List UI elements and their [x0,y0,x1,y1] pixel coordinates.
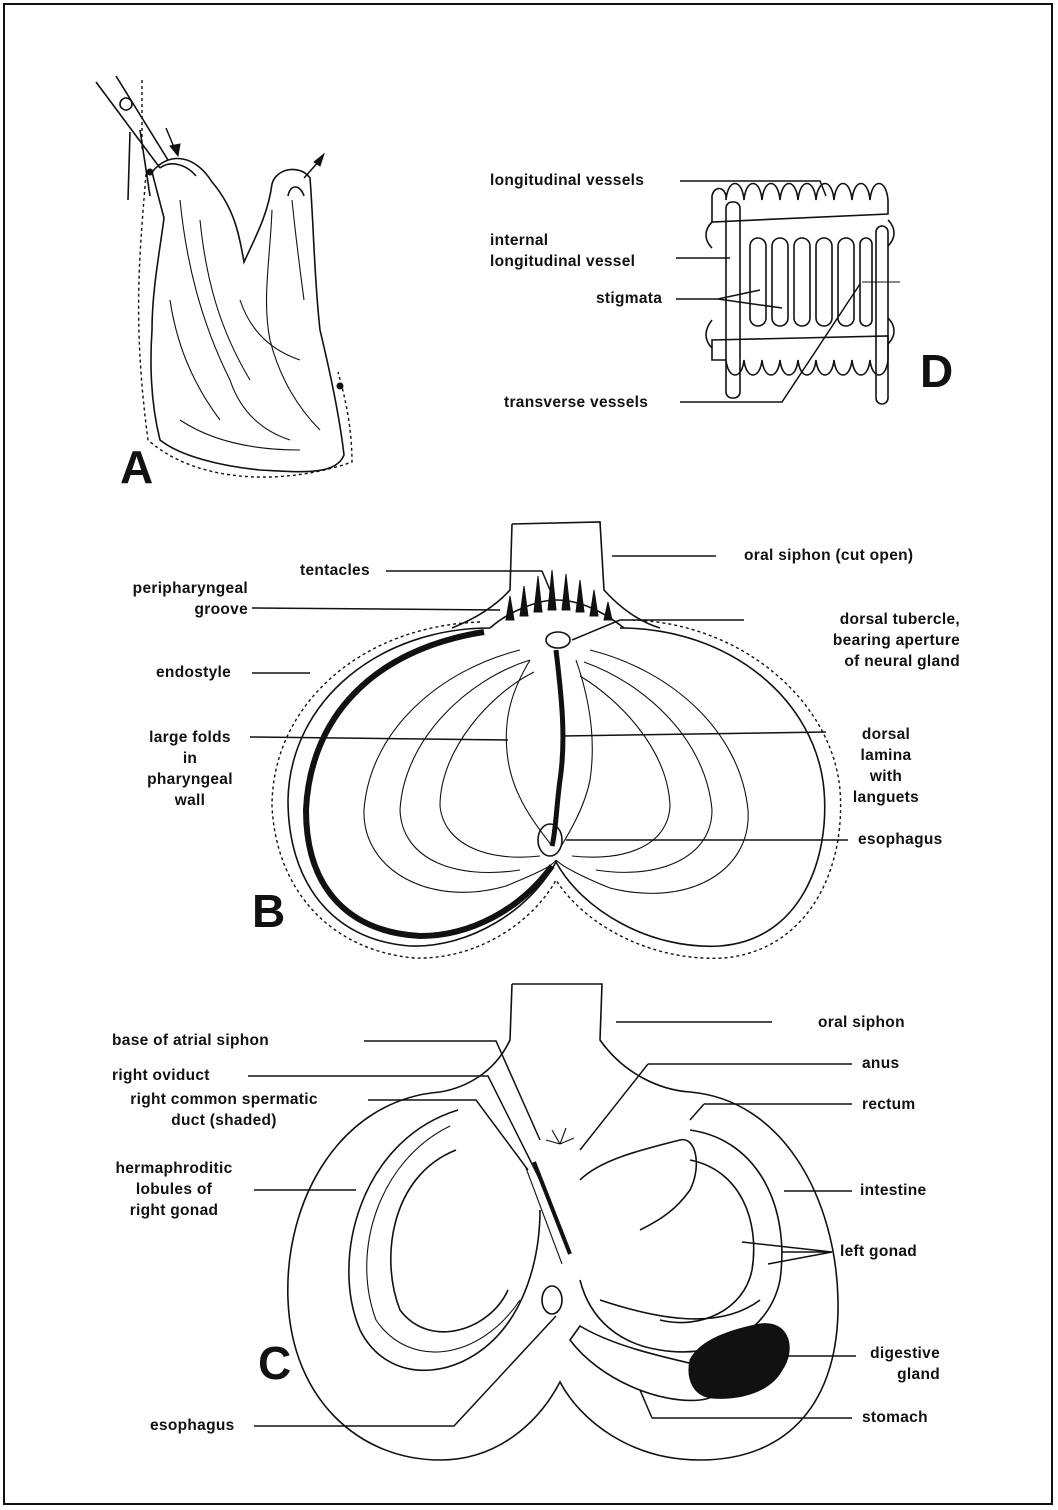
panel-letter-d: D [920,344,953,398]
panel-a-ascidian-body [96,76,352,477]
esophagus-b [538,824,562,856]
transverse-vessel-bottom [712,336,888,375]
label-oral-siphon-cut-open: oral siphon (cut open) [744,545,913,566]
panel-letter-c: C [258,1336,291,1390]
body-outline-c [288,1092,838,1460]
stigmata-slits [750,238,872,326]
panel-letter-b: B [252,884,285,938]
panel-b-pharynx [272,522,841,958]
label-longitudinal-vessels: longitudinal vessels [490,170,644,191]
panel-letter-a: A [120,440,153,494]
label-stomach: stomach [862,1407,928,1428]
dorsal-lamina [552,650,563,846]
label-large-folds: large folds in pharyngeal wall [134,727,246,811]
label-endostyle: endostyle [156,662,231,683]
rectum [580,1140,696,1230]
label-right-oviduct: right oviduct [112,1065,210,1086]
spermatic-duct [534,1162,570,1254]
label-tentacles: tentacles [300,560,370,581]
digestive-gland [689,1324,789,1399]
scissors-icon [96,76,168,200]
label-esophagus-c: esophagus [150,1415,235,1436]
label-internal-longitudinal-vessel: internal longitudinal vessel [490,230,635,272]
label-esophagus-b: esophagus [858,829,943,850]
esophagus-c [542,1286,562,1314]
label-left-gonad: left gonad [840,1241,917,1262]
label-dorsal-tubercle: dorsal tubercle, bearing aperture of neu… [750,609,960,672]
label-transverse-vessels: transverse vessels [504,392,648,413]
label-rectum: rectum [862,1094,915,1115]
panel-c-internal-organs [288,984,838,1460]
endostyle-band [306,632,552,936]
label-right-common-spermatic-duct: right common spermatic duct (shaded) [104,1089,344,1131]
label-peripharyngeal-groove: peripharyngeal groove [133,578,248,620]
oral-siphon-b [452,522,660,628]
label-dorsal-lamina: dorsal lamina with languets [836,724,936,808]
dorsal-tubercle [546,632,570,648]
label-base-atrial-siphon: base of atrial siphon [112,1030,269,1051]
label-digestive-gland: digestive gland [830,1343,940,1385]
label-hermaphroditic-lobules: hermaphroditic lobules of right gonad [104,1158,244,1221]
transverse-vessel-top [712,184,888,223]
right-gonad-lobules [349,1110,540,1370]
label-stigmata: stigmata [596,288,662,309]
label-intestine: intestine [860,1180,926,1201]
label-oral-siphon: oral siphon [818,1012,905,1033]
left-gonad-intestine [580,1130,782,1352]
label-anus: anus [862,1053,899,1074]
